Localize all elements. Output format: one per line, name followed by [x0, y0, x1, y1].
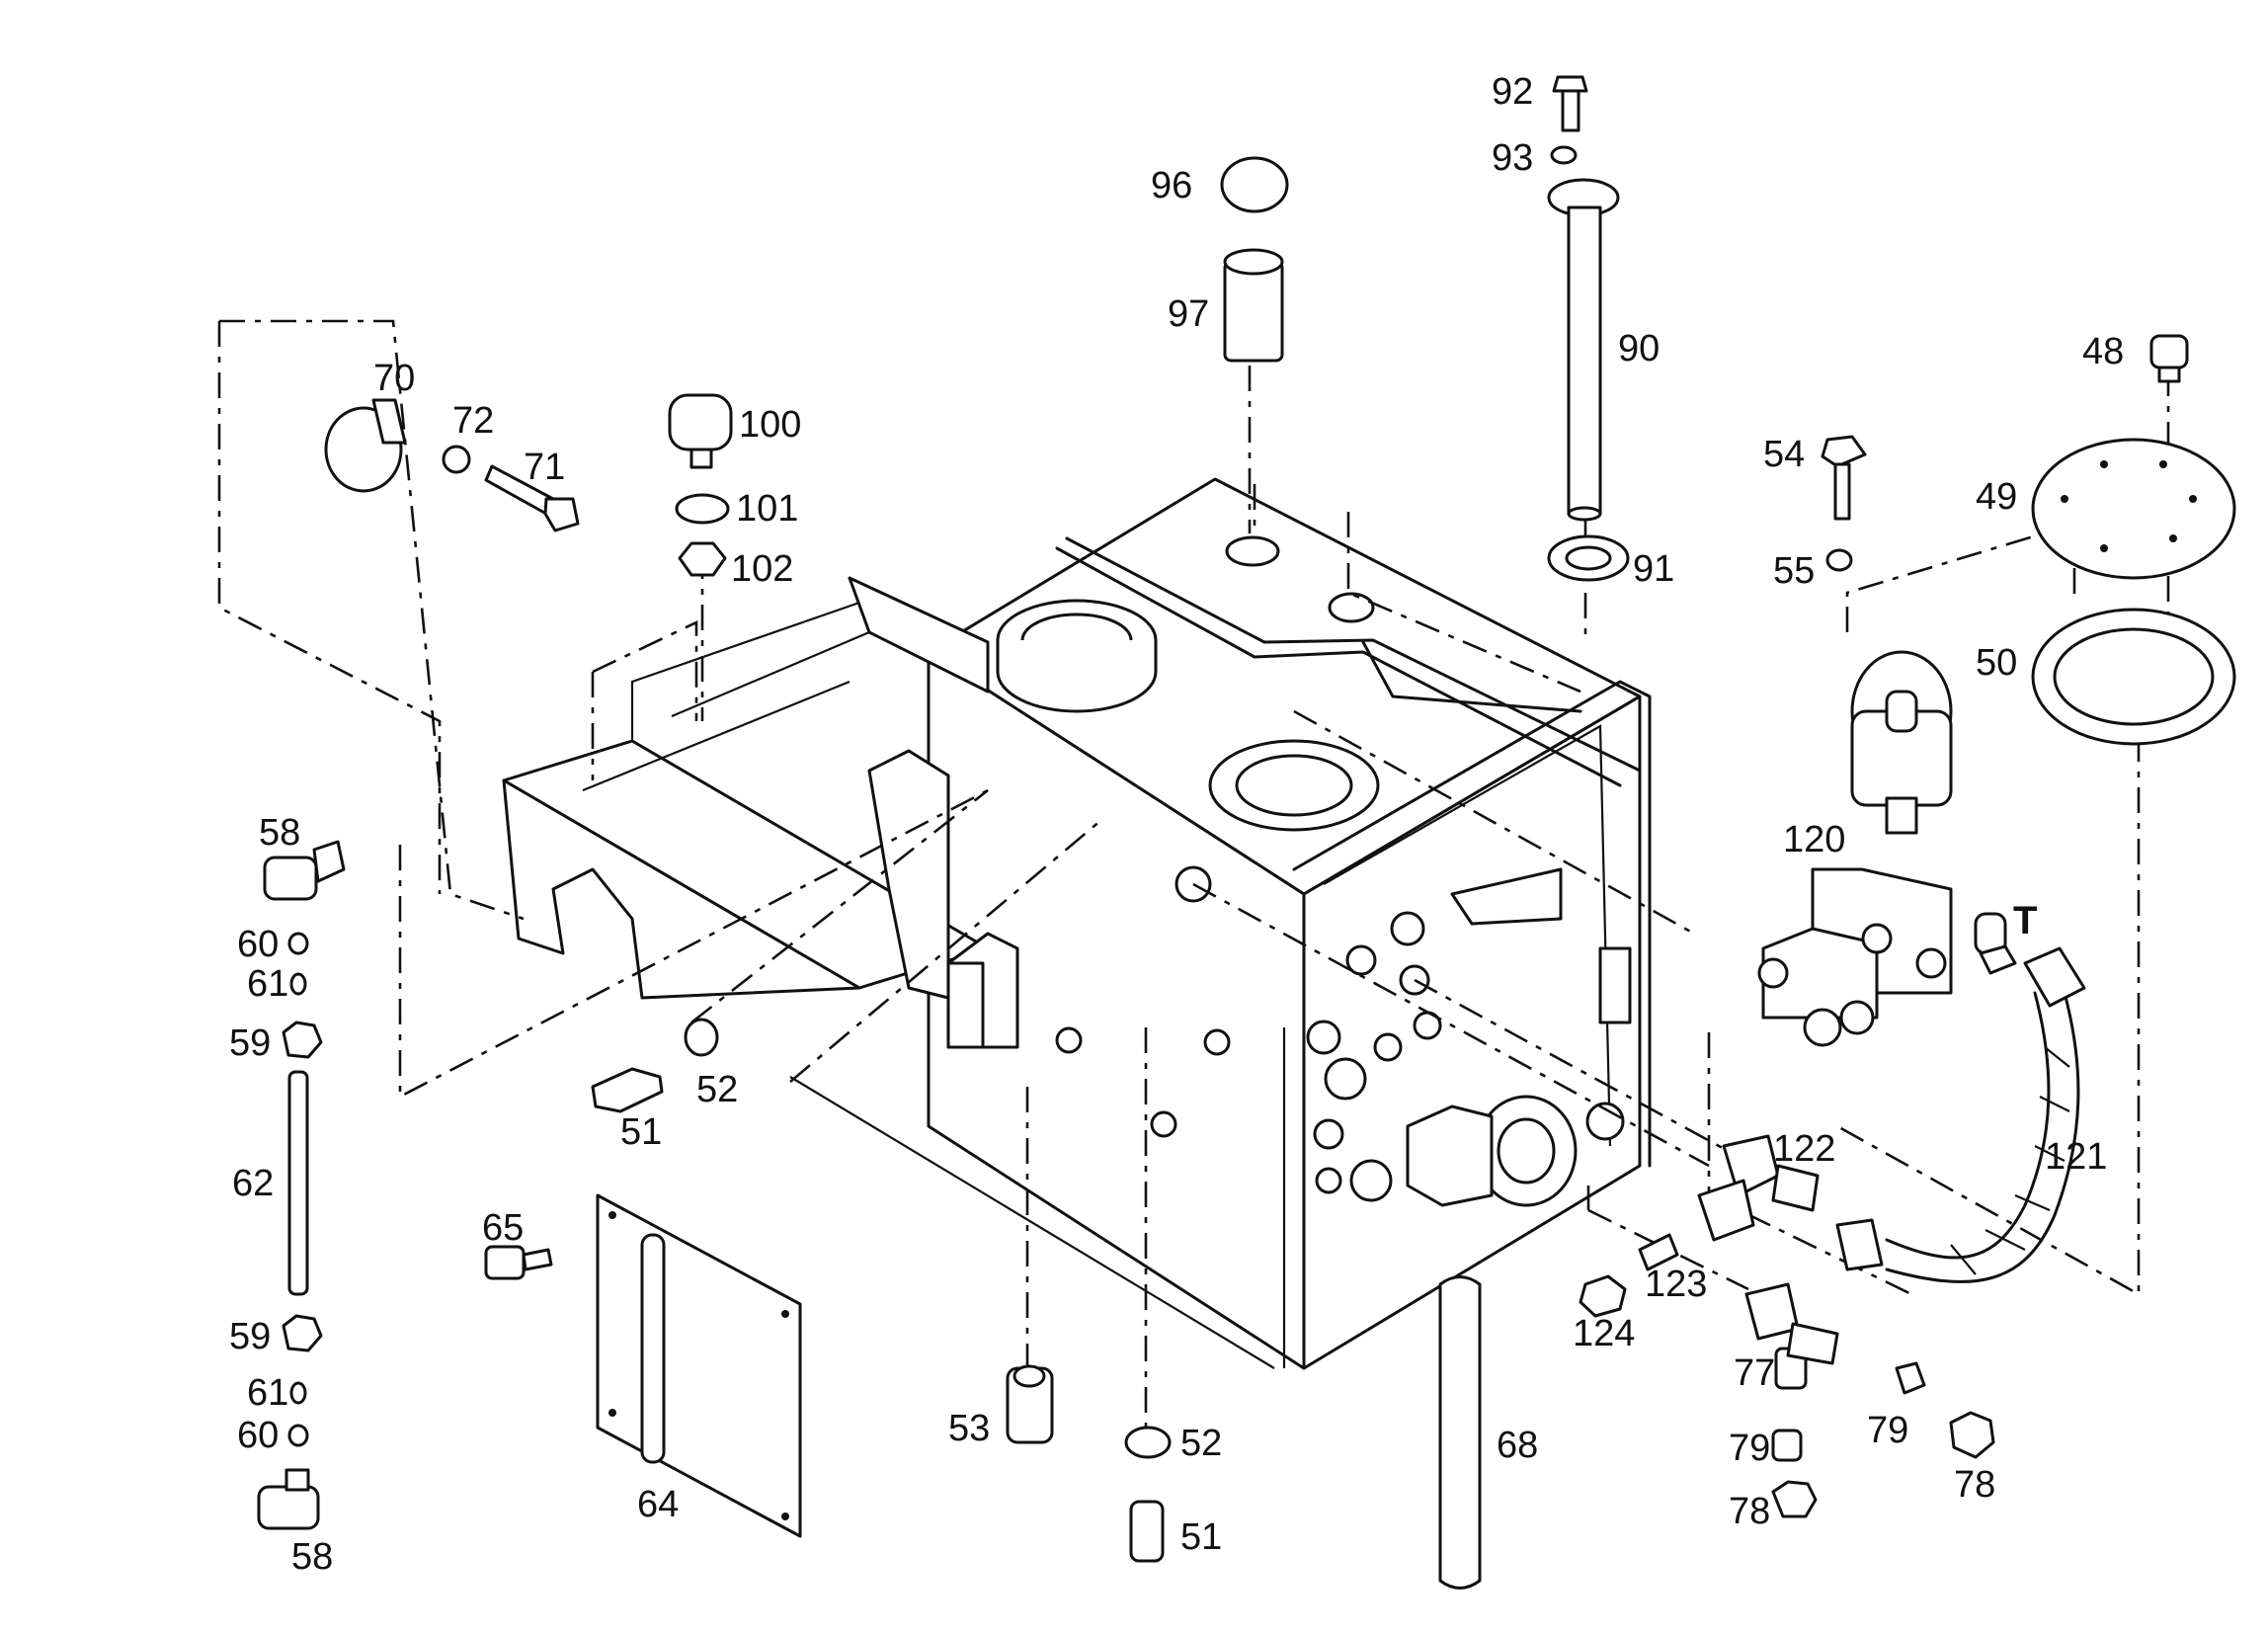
callout-49: 49 — [1976, 476, 2017, 518]
callout-123: 123 — [1645, 1264, 1707, 1305]
callout-93: 93 — [1492, 137, 1533, 179]
callout-96: 96 — [1151, 165, 1192, 206]
callout-101: 101 — [736, 488, 798, 530]
callout-60-upper: 60 — [237, 924, 279, 965]
callout-68: 68 — [1497, 1425, 1538, 1466]
hydraulic-tank — [502, 477, 1652, 1370]
callout-122: 122 — [1773, 1128, 1835, 1170]
callout-71: 71 — [524, 447, 565, 488]
callout-59-lower: 59 — [229, 1316, 271, 1357]
callout-58-upper: 58 — [259, 812, 300, 854]
callout-51-lower: 51 — [1180, 1516, 1222, 1558]
callout-62: 62 — [232, 1163, 274, 1204]
callout-64: 64 — [637, 1484, 679, 1525]
left-top-parts — [324, 393, 733, 577]
callout-50: 50 — [1976, 642, 2017, 684]
callout-59-upper: 59 — [229, 1022, 271, 1064]
callout-labels: 92 93 96 97 90 48 70 72 71 100 101 102 5… — [229, 71, 2124, 1578]
callout-52-lower: 52 — [1180, 1423, 1222, 1464]
callout-77: 77 — [1734, 1352, 1775, 1394]
callout-60-lower: 60 — [237, 1415, 279, 1456]
callout-58-lower: 58 — [291, 1536, 333, 1578]
callout-70: 70 — [373, 358, 415, 399]
callout-100: 100 — [739, 404, 801, 446]
callout-53: 53 — [948, 1408, 990, 1449]
callout-54: 54 — [1763, 434, 1805, 475]
callout-72: 72 — [452, 400, 494, 442]
callout-78-right: 78 — [1954, 1464, 1995, 1506]
callout-48: 48 — [2082, 331, 2124, 372]
callout-65: 65 — [482, 1207, 524, 1249]
callout-55: 55 — [1773, 550, 1815, 592]
callout-79-right: 79 — [1867, 1410, 1908, 1451]
callout-92: 92 — [1492, 71, 1533, 113]
callout-91: 91 — [1633, 548, 1674, 590]
valve-block-assembly — [1579, 650, 2086, 1518]
top-parts — [1220, 75, 2236, 746]
callout-61-upper: 61 — [247, 963, 288, 1005]
front-lower-parts — [484, 1018, 1482, 1590]
callout-124: 124 — [1573, 1313, 1635, 1354]
callout-T: T — [2013, 899, 2037, 942]
callout-52-left: 52 — [696, 1069, 738, 1110]
callout-51-left: 51 — [620, 1111, 662, 1153]
callout-121: 121 — [2045, 1136, 2107, 1178]
callout-120: 120 — [1783, 819, 1845, 860]
callout-102: 102 — [731, 548, 793, 590]
callout-79-left: 79 — [1729, 1428, 1770, 1469]
sight-gauge-assembly — [257, 840, 346, 1530]
callout-90: 90 — [1618, 328, 1660, 369]
callout-78-left: 78 — [1729, 1491, 1770, 1532]
callout-97: 97 — [1168, 293, 1209, 335]
callout-61-lower: 61 — [247, 1372, 288, 1414]
